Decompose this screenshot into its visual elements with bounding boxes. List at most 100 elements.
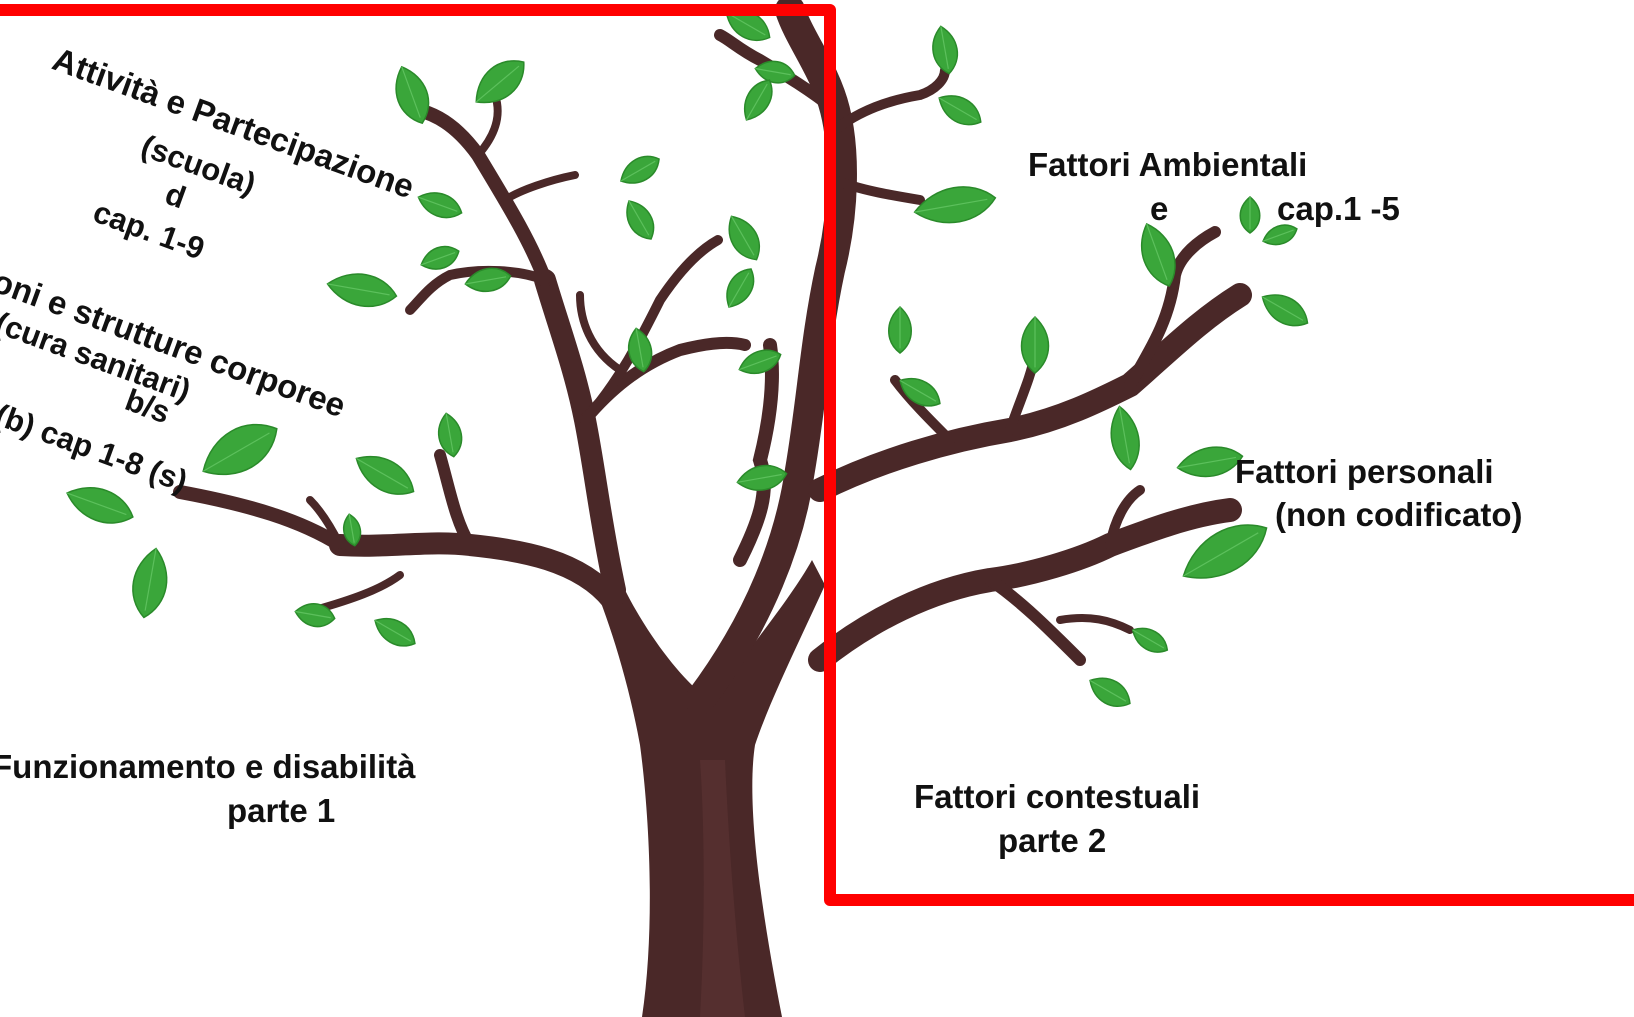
leaf-vein — [1132, 629, 1165, 649]
tree-branch — [411, 103, 552, 287]
leaf-vein — [1177, 456, 1237, 469]
leaf — [355, 455, 415, 495]
leaf-vein — [726, 11, 766, 36]
leaf — [1110, 405, 1140, 471]
leaf — [938, 95, 982, 126]
leaf-vein — [356, 457, 409, 489]
environment-chapters: cap.1 -5 — [1277, 190, 1400, 227]
leaf-vein — [1118, 406, 1131, 464]
leaf — [913, 186, 997, 224]
leaf-vein — [914, 198, 988, 213]
tree-branch — [808, 498, 1242, 672]
leaf — [1182, 524, 1268, 579]
tree-branch — [306, 496, 344, 549]
leaf-vein — [737, 473, 782, 483]
leaf — [395, 65, 430, 125]
tree-branch — [405, 265, 550, 315]
tree-branch — [1105, 485, 1145, 550]
leaf — [726, 268, 755, 308]
leaf — [728, 215, 761, 261]
tree-branch — [434, 449, 476, 551]
leaf — [620, 155, 660, 184]
section-divider-frame — [0, 4, 1634, 906]
leaf — [627, 327, 653, 373]
leaf-vein — [755, 67, 791, 76]
tree-branch — [830, 65, 950, 135]
tree-branch — [984, 574, 1086, 666]
leaf — [1089, 677, 1131, 707]
leaf-vein — [899, 379, 937, 402]
leaf — [475, 60, 525, 104]
leaf-vein — [295, 610, 331, 619]
leaf — [294, 603, 336, 628]
environment-code: e — [1150, 190, 1169, 227]
leaf — [464, 267, 512, 293]
tree-branch — [1124, 226, 1221, 391]
leaf — [437, 412, 463, 458]
leaf-vein — [1146, 223, 1168, 281]
tree-branch — [714, 29, 841, 116]
leaf — [1020, 315, 1050, 374]
tree-branch — [329, 532, 623, 611]
leaf-vein — [144, 548, 157, 611]
leaf — [417, 192, 463, 219]
leaf-vein — [1262, 229, 1294, 242]
tree-branch — [890, 375, 955, 445]
leaf — [202, 423, 278, 476]
tree-branch — [311, 571, 404, 614]
leaf-vein — [628, 200, 650, 236]
leaf-vein — [940, 26, 949, 70]
part2-subtitle: parte 2 — [998, 822, 1107, 859]
leaf-vein — [620, 160, 656, 182]
leaf — [66, 487, 134, 524]
tree-branch — [1056, 614, 1134, 634]
leaf-vein — [1262, 296, 1304, 321]
leaf — [420, 245, 460, 270]
leaf-vein — [202, 432, 270, 472]
leaf — [342, 513, 362, 547]
leaf-vein — [418, 196, 458, 212]
environment-title: Fattori Ambientali — [1028, 146, 1308, 183]
leaf — [1131, 627, 1169, 653]
personal-note: (non codificato) — [1275, 496, 1523, 533]
leaf-vein — [421, 251, 456, 266]
part1-title: Funzionamento e disabilità — [0, 748, 416, 785]
leaf-vein — [728, 272, 750, 308]
tree-branch — [830, 175, 925, 205]
leaf-vein — [635, 328, 644, 368]
tree-branch — [733, 338, 779, 567]
tree-branch — [580, 235, 723, 425]
leaf-vein — [1089, 679, 1127, 702]
leaf — [932, 25, 959, 75]
leaf-vein — [745, 83, 768, 121]
leaf — [374, 618, 416, 647]
leaf — [626, 200, 655, 240]
leaf — [738, 349, 782, 374]
leaf-vein — [739, 355, 777, 371]
leaf-vein — [465, 276, 507, 285]
trunk-highlight — [700, 760, 745, 1017]
leaf-vein — [401, 66, 421, 118]
leaf-vein — [938, 97, 977, 121]
leaf — [1262, 224, 1298, 246]
leaf — [888, 305, 912, 354]
leaf-vein — [327, 283, 390, 296]
tree-leaves — [66, 9, 1309, 707]
leaf-vein — [374, 619, 412, 642]
tree-branch — [501, 171, 579, 204]
leaf-vein — [445, 413, 454, 453]
tree-branch — [173, 485, 347, 552]
leaf — [744, 79, 773, 121]
section-frames — [0, 4, 1634, 906]
part2-title: Fattori contestuali — [914, 778, 1201, 815]
leaf-vein — [66, 492, 127, 516]
leaf — [1176, 446, 1244, 478]
leaf-vein — [348, 514, 355, 543]
tree-branch — [474, 91, 502, 159]
leaf — [1239, 196, 1261, 234]
part1-subtitle: parte 1 — [227, 792, 336, 829]
leaf-vein — [475, 65, 520, 103]
leaf — [899, 378, 941, 407]
